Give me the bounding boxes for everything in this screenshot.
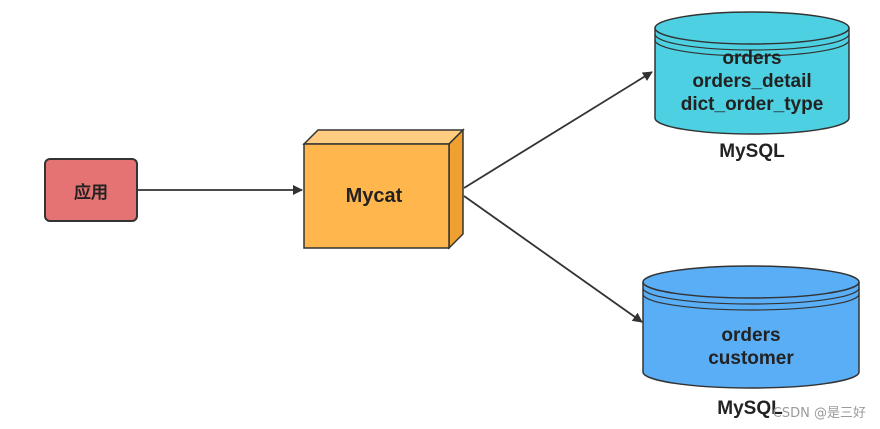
mycat-top-face [302,129,465,145]
edge-mycat-to-db-bottom [463,195,643,323]
db-bottom-table: customer [708,348,794,369]
watermark: CSDN @是三好 [772,406,866,421]
mycat-label: Mycat [345,184,403,207]
db-top-table: dict_order_type [680,94,824,115]
db-top-table: orders [722,48,782,69]
db-top-cylinder [654,11,850,135]
mycat-side-face [448,128,464,250]
app-label: 应用 [74,182,108,203]
app-node: 应用 [44,158,138,222]
db-top-caption: MySQL [719,141,785,162]
mycat-node [302,128,465,250]
db-bottom-table: orders [721,325,781,346]
mycat-front-face [303,143,450,249]
db-bottom-tables: orders customer [643,324,859,370]
edge-mycat-to-db-top [463,71,653,189]
db-top-tables: orders orders_detail dict_order_type [655,47,849,116]
db-bottom-cylinder [642,265,860,389]
db-bottom-caption: MySQL [717,398,783,419]
db-top-table: orders_detail [692,71,812,92]
